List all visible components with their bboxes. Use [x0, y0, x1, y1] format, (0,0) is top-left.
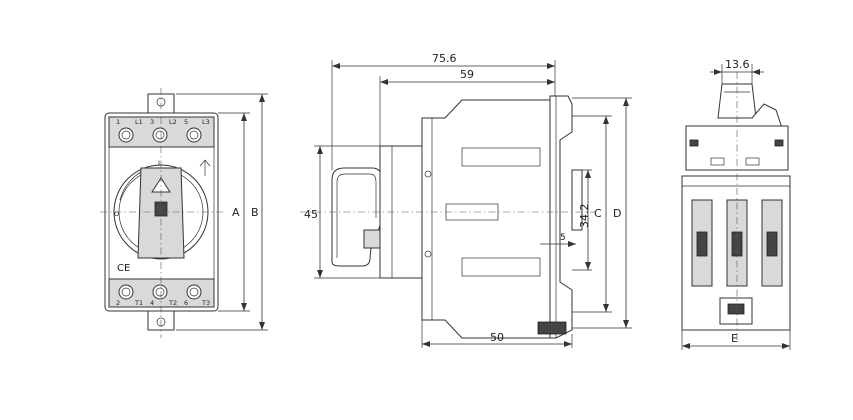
dimension-label-50: 50 — [490, 331, 504, 344]
terminal-screw — [152, 284, 168, 300]
indicator-window — [745, 157, 760, 166]
terminal-screw — [152, 127, 168, 143]
dimension-label-34-2: 34.2 — [578, 204, 591, 229]
bottom-terminal-screws — [118, 284, 202, 300]
dimension-label-45: 45 — [304, 208, 318, 221]
body-slot-lower — [461, 257, 541, 277]
terminal-label: 1 — [116, 118, 120, 126]
dimension-label-d: D — [613, 207, 621, 220]
terminal-label: 5 — [184, 118, 188, 126]
bottom-latch — [537, 321, 567, 335]
handle-latch — [363, 229, 381, 249]
dimension-label-13-6: 13.6 — [725, 58, 750, 71]
terminal-label: 3 — [150, 118, 154, 126]
contact-spring — [766, 231, 778, 257]
terminal-label: L1 — [135, 118, 143, 126]
dimension-label-e: E — [731, 332, 738, 345]
dimension-label-b: B — [251, 206, 259, 219]
terminal-screw — [186, 127, 202, 143]
body-rivet — [424, 170, 432, 178]
terminal-label: T3 — [201, 299, 210, 307]
dimension-label-c: C — [594, 207, 602, 220]
body-rivet — [424, 250, 432, 258]
side-dimensions: 75.6 59 45 50 34.2 C — [304, 52, 632, 348]
terminal-label: T1 — [134, 299, 143, 307]
end-dimensions: 13.6 E — [681, 58, 791, 350]
off-position-label: O — [114, 210, 119, 218]
terminal-screw — [118, 284, 134, 300]
end-knob-lever — [751, 103, 783, 129]
side-handle — [331, 167, 383, 267]
front-flange — [379, 145, 423, 279]
padlock-arrow-icon — [199, 159, 211, 176]
dimension-label-a: A — [232, 206, 240, 219]
front-view: 1 L1 3 L2 5 L3 2 T1 4 T2 6 T3 O I CE — [100, 88, 225, 338]
terminal-label: L3 — [202, 118, 210, 126]
indicator-window — [710, 157, 725, 166]
dimension-label-59: 59 — [460, 68, 474, 81]
vent-slot — [774, 139, 784, 147]
terminal-label: L2 — [169, 118, 177, 126]
on-position-label: I — [158, 159, 160, 167]
ce-mark: CE — [117, 263, 130, 274]
terminal-label: T2 — [168, 299, 177, 307]
terminal-label: 4 — [150, 299, 154, 307]
dimension-label-5: 5 — [560, 233, 566, 243]
terminal-label: 6 — [184, 299, 188, 307]
terminal-screw — [186, 284, 202, 300]
front-dimensions: A B — [176, 93, 268, 331]
top-terminal-screws — [118, 127, 202, 143]
end-view — [681, 72, 791, 340]
side-view — [300, 95, 595, 339]
dimension-label-75-6: 75.6 — [432, 52, 457, 65]
terminal-label: 2 — [116, 299, 120, 307]
contact-spring — [696, 231, 708, 257]
rear-module — [549, 95, 573, 339]
vent-slot — [689, 139, 699, 147]
body-slot-upper — [461, 147, 541, 167]
terminal-screw — [118, 127, 134, 143]
side-body — [421, 99, 551, 339]
